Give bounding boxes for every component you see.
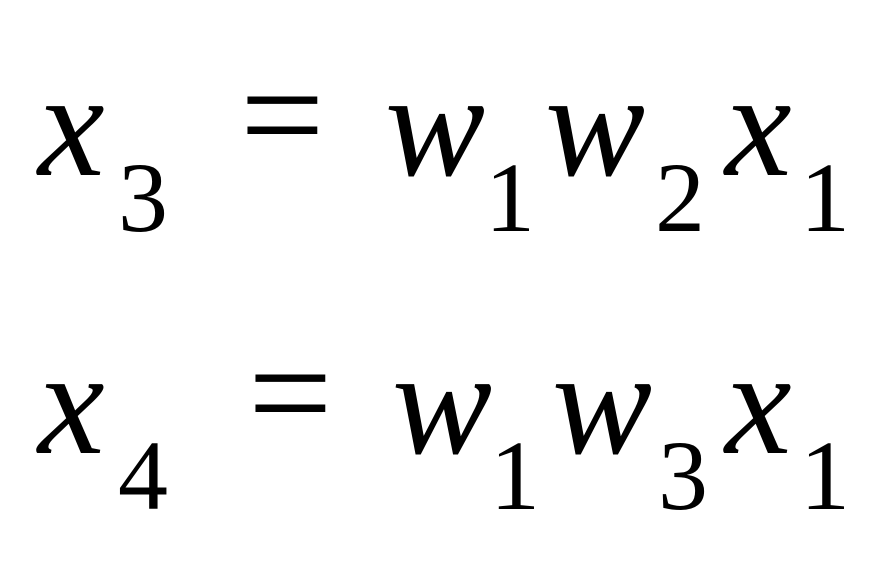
rhs-variable-2: w bbox=[552, 320, 653, 486]
equation-2: x 4 = w 1 w 3 x 1 bbox=[0, 310, 889, 526]
equals-sign: = bbox=[240, 32, 325, 198]
rhs-subscript-2: 2 bbox=[655, 142, 705, 253]
rhs-subscript-1: 1 bbox=[490, 420, 540, 531]
lhs-subscript: 4 bbox=[118, 420, 168, 531]
rhs-subscript-2: 3 bbox=[658, 420, 708, 531]
lhs-variable: x bbox=[38, 320, 105, 486]
equation-1: x 3 = w 1 w 2 x 1 bbox=[0, 32, 889, 248]
rhs-variable-3: x bbox=[725, 320, 792, 486]
rhs-variable-3: x bbox=[725, 42, 792, 208]
rhs-variable-1: w bbox=[385, 42, 486, 208]
rhs-variable-1: w bbox=[392, 320, 493, 486]
equals-sign: = bbox=[248, 310, 333, 476]
rhs-variable-2: w bbox=[545, 42, 646, 208]
lhs-variable: x bbox=[38, 42, 105, 208]
rhs-subscript-3: 1 bbox=[800, 420, 850, 531]
rhs-subscript-3: 1 bbox=[800, 142, 850, 253]
lhs-subscript: 3 bbox=[118, 142, 168, 253]
rhs-subscript-1: 1 bbox=[485, 142, 535, 253]
